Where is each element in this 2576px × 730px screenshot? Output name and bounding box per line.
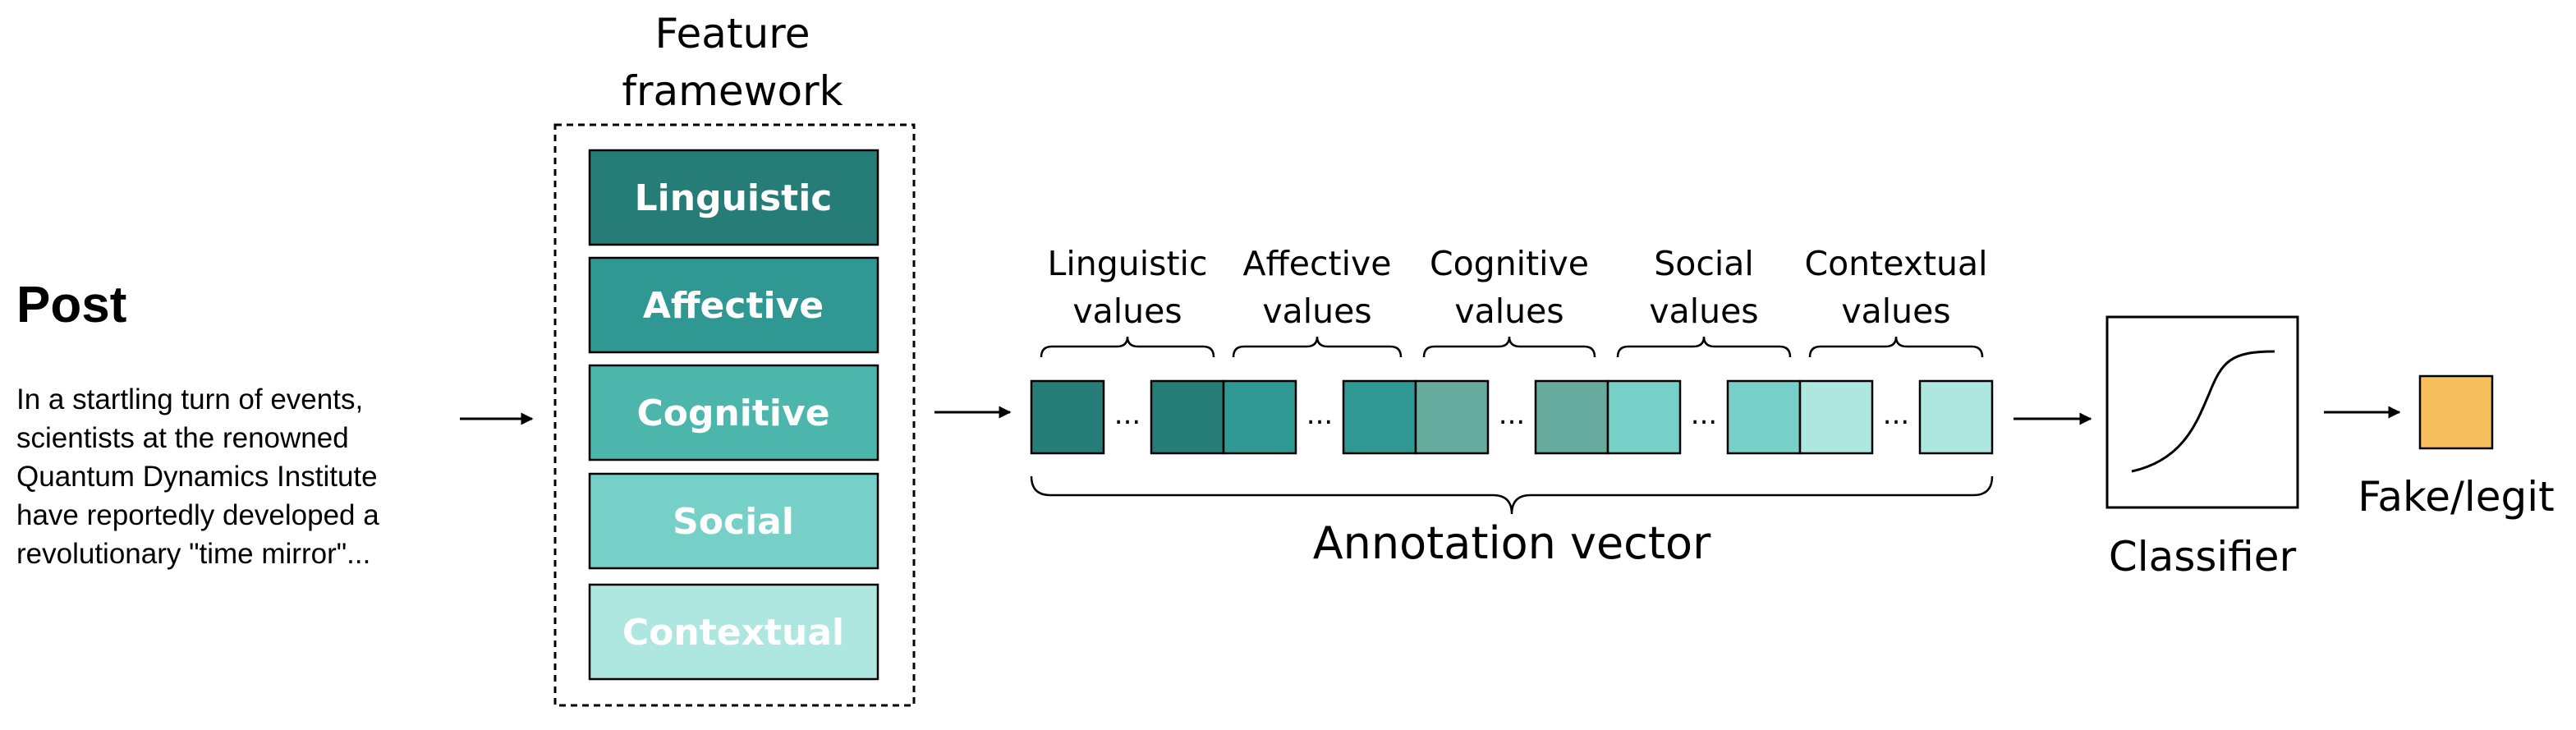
post-text-line: have reportedly developed a — [16, 499, 379, 531]
framework-label-linguistic: Linguistic — [635, 177, 833, 219]
framework-dashed-border — [553, 123, 916, 707]
ellipsis-affective: ... — [1306, 398, 1333, 431]
framework-title-line2: framework — [622, 67, 843, 115]
vector-brace — [1030, 475, 1994, 515]
vector-label: Annotation vector — [1313, 517, 1711, 569]
brace-social — [1616, 336, 1792, 358]
brace-cognitive — [1422, 336, 1596, 358]
classifier-label: Classifier — [2109, 533, 2297, 581]
vector-cell-social-last — [1726, 379, 1802, 455]
brace-contextual — [1808, 336, 1984, 358]
group-braces — [1040, 336, 1984, 358]
framework-box-social — [588, 472, 879, 570]
vector-cell-contextual-first — [1798, 379, 1874, 455]
output-square — [2418, 374, 2494, 450]
framework-label-affective: Affective — [643, 285, 824, 327]
vector-cell-linguistic-last — [1150, 379, 1225, 455]
group-label-social: Social — [1654, 244, 1754, 283]
vector-cell-affective-last — [1342, 379, 1417, 455]
vector-cell-cognitive-first — [1414, 379, 1490, 455]
brace-linguistic — [1040, 336, 1215, 358]
framework-label-cognitive: Cognitive — [636, 393, 829, 434]
vector-cell-cognitive-last — [1534, 379, 1609, 455]
ellipsis-contextual: ... — [1883, 398, 1909, 431]
post-text: In a startling turn of events, scientist… — [16, 383, 379, 570]
group-label-linguistic-values: values — [1072, 292, 1182, 331]
vector-cell-linguistic-first — [1030, 379, 1105, 455]
sigmoid-icon — [2131, 350, 2275, 473]
vector-cell-affective-first — [1222, 379, 1297, 455]
post-text-line: In a startling turn of events, — [16, 383, 363, 416]
framework-box-linguistic — [588, 149, 879, 246]
group-label-social-values: values — [1649, 292, 1758, 331]
framework-box-affective — [588, 256, 879, 354]
post-text-line: Quantum Dynamics Institute — [16, 461, 378, 493]
group-label-affective: Affective — [1242, 244, 1391, 283]
classifier-box — [2105, 315, 2299, 509]
annotation-vector — [1030, 379, 1994, 455]
framework-label-contextual: Contextual — [622, 612, 844, 654]
group-labels: Linguistic values Affective values Cogni… — [1048, 244, 1988, 331]
framework-box-contextual — [588, 583, 879, 681]
vector-cell-contextual-last — [1918, 379, 1994, 455]
framework-title-line1: Feature — [655, 10, 810, 57]
vector-ellipses: ... ... ... ... ... — [1114, 398, 1909, 431]
post-title: Post — [16, 277, 126, 333]
group-label-affective-values: values — [1262, 292, 1371, 331]
group-label-cognitive: Cognitive — [1430, 244, 1589, 283]
post-text-line: revolutionary "time mirror"... — [16, 538, 370, 570]
group-label-linguistic: Linguistic — [1048, 244, 1208, 283]
framework-boxes: Linguistic Affective Cognitive Social Co… — [588, 149, 879, 681]
group-label-cognitive-values: values — [1454, 292, 1564, 331]
ellipsis-social: ... — [1691, 398, 1717, 431]
vector-cell-social-first — [1606, 379, 1682, 455]
group-label-contextual-values: values — [1841, 292, 1950, 331]
ellipsis-linguistic: ... — [1114, 398, 1141, 431]
framework-label-social: Social — [673, 501, 794, 543]
group-label-contextual: Contextual — [1804, 244, 1987, 283]
brace-affective — [1232, 336, 1403, 358]
post-text-line: scientists at the renowned — [16, 422, 349, 454]
framework-box-cognitive — [588, 364, 879, 461]
ellipsis-cognitive: ... — [1499, 398, 1525, 431]
output-label: Fake/legit — [2358, 473, 2554, 521]
